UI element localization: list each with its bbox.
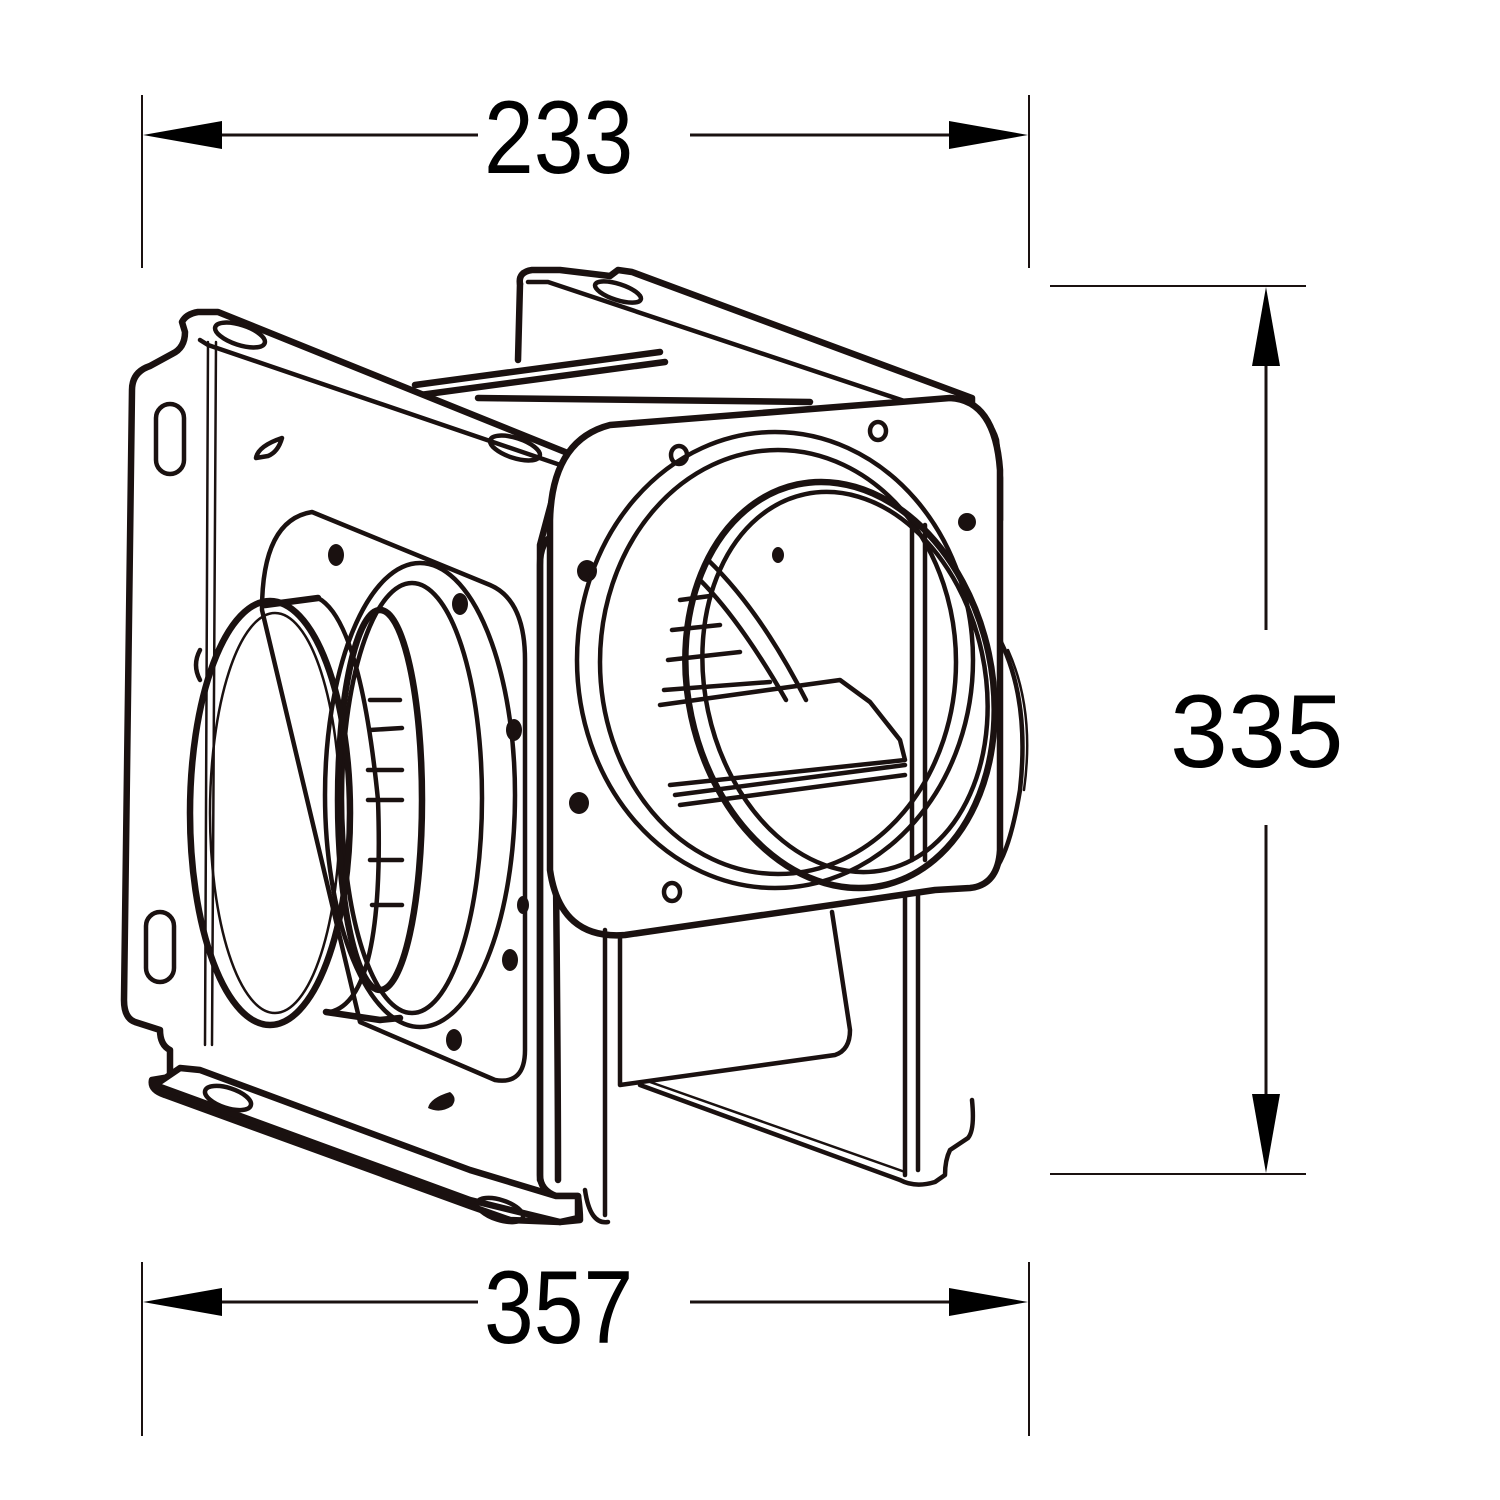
dimension-label-width-bottom: 357 (484, 1250, 634, 1366)
arrow-down-icon (1252, 1094, 1280, 1173)
dimension-right-height (1050, 285, 1306, 1175)
arrow-right-icon (949, 1288, 1028, 1316)
arrow-right-icon (949, 121, 1028, 149)
dimension-label-width-top: 233 (484, 80, 634, 196)
dimension-bottom-width (141, 1262, 1030, 1436)
mounting-slot (153, 401, 187, 477)
fan-illustration (120, 266, 1029, 1226)
inlet-flange (259, 509, 529, 1083)
dimension-top-width (141, 95, 1030, 268)
inlet-duct-collar (186, 594, 404, 1029)
outlet-duct-collar (682, 478, 1029, 892)
outlet-interior (657, 522, 928, 863)
mounting-slot (143, 909, 177, 985)
arrow-up-icon (1252, 287, 1280, 366)
dimension-label-height: 335 (1170, 674, 1344, 790)
arrow-left-icon (143, 1288, 222, 1316)
scroll-housing (582, 909, 853, 1225)
outlet-flange (546, 394, 1004, 939)
arrow-left-icon (143, 121, 222, 149)
blower-wheel (334, 606, 426, 994)
top-connecting-bar (411, 348, 814, 406)
